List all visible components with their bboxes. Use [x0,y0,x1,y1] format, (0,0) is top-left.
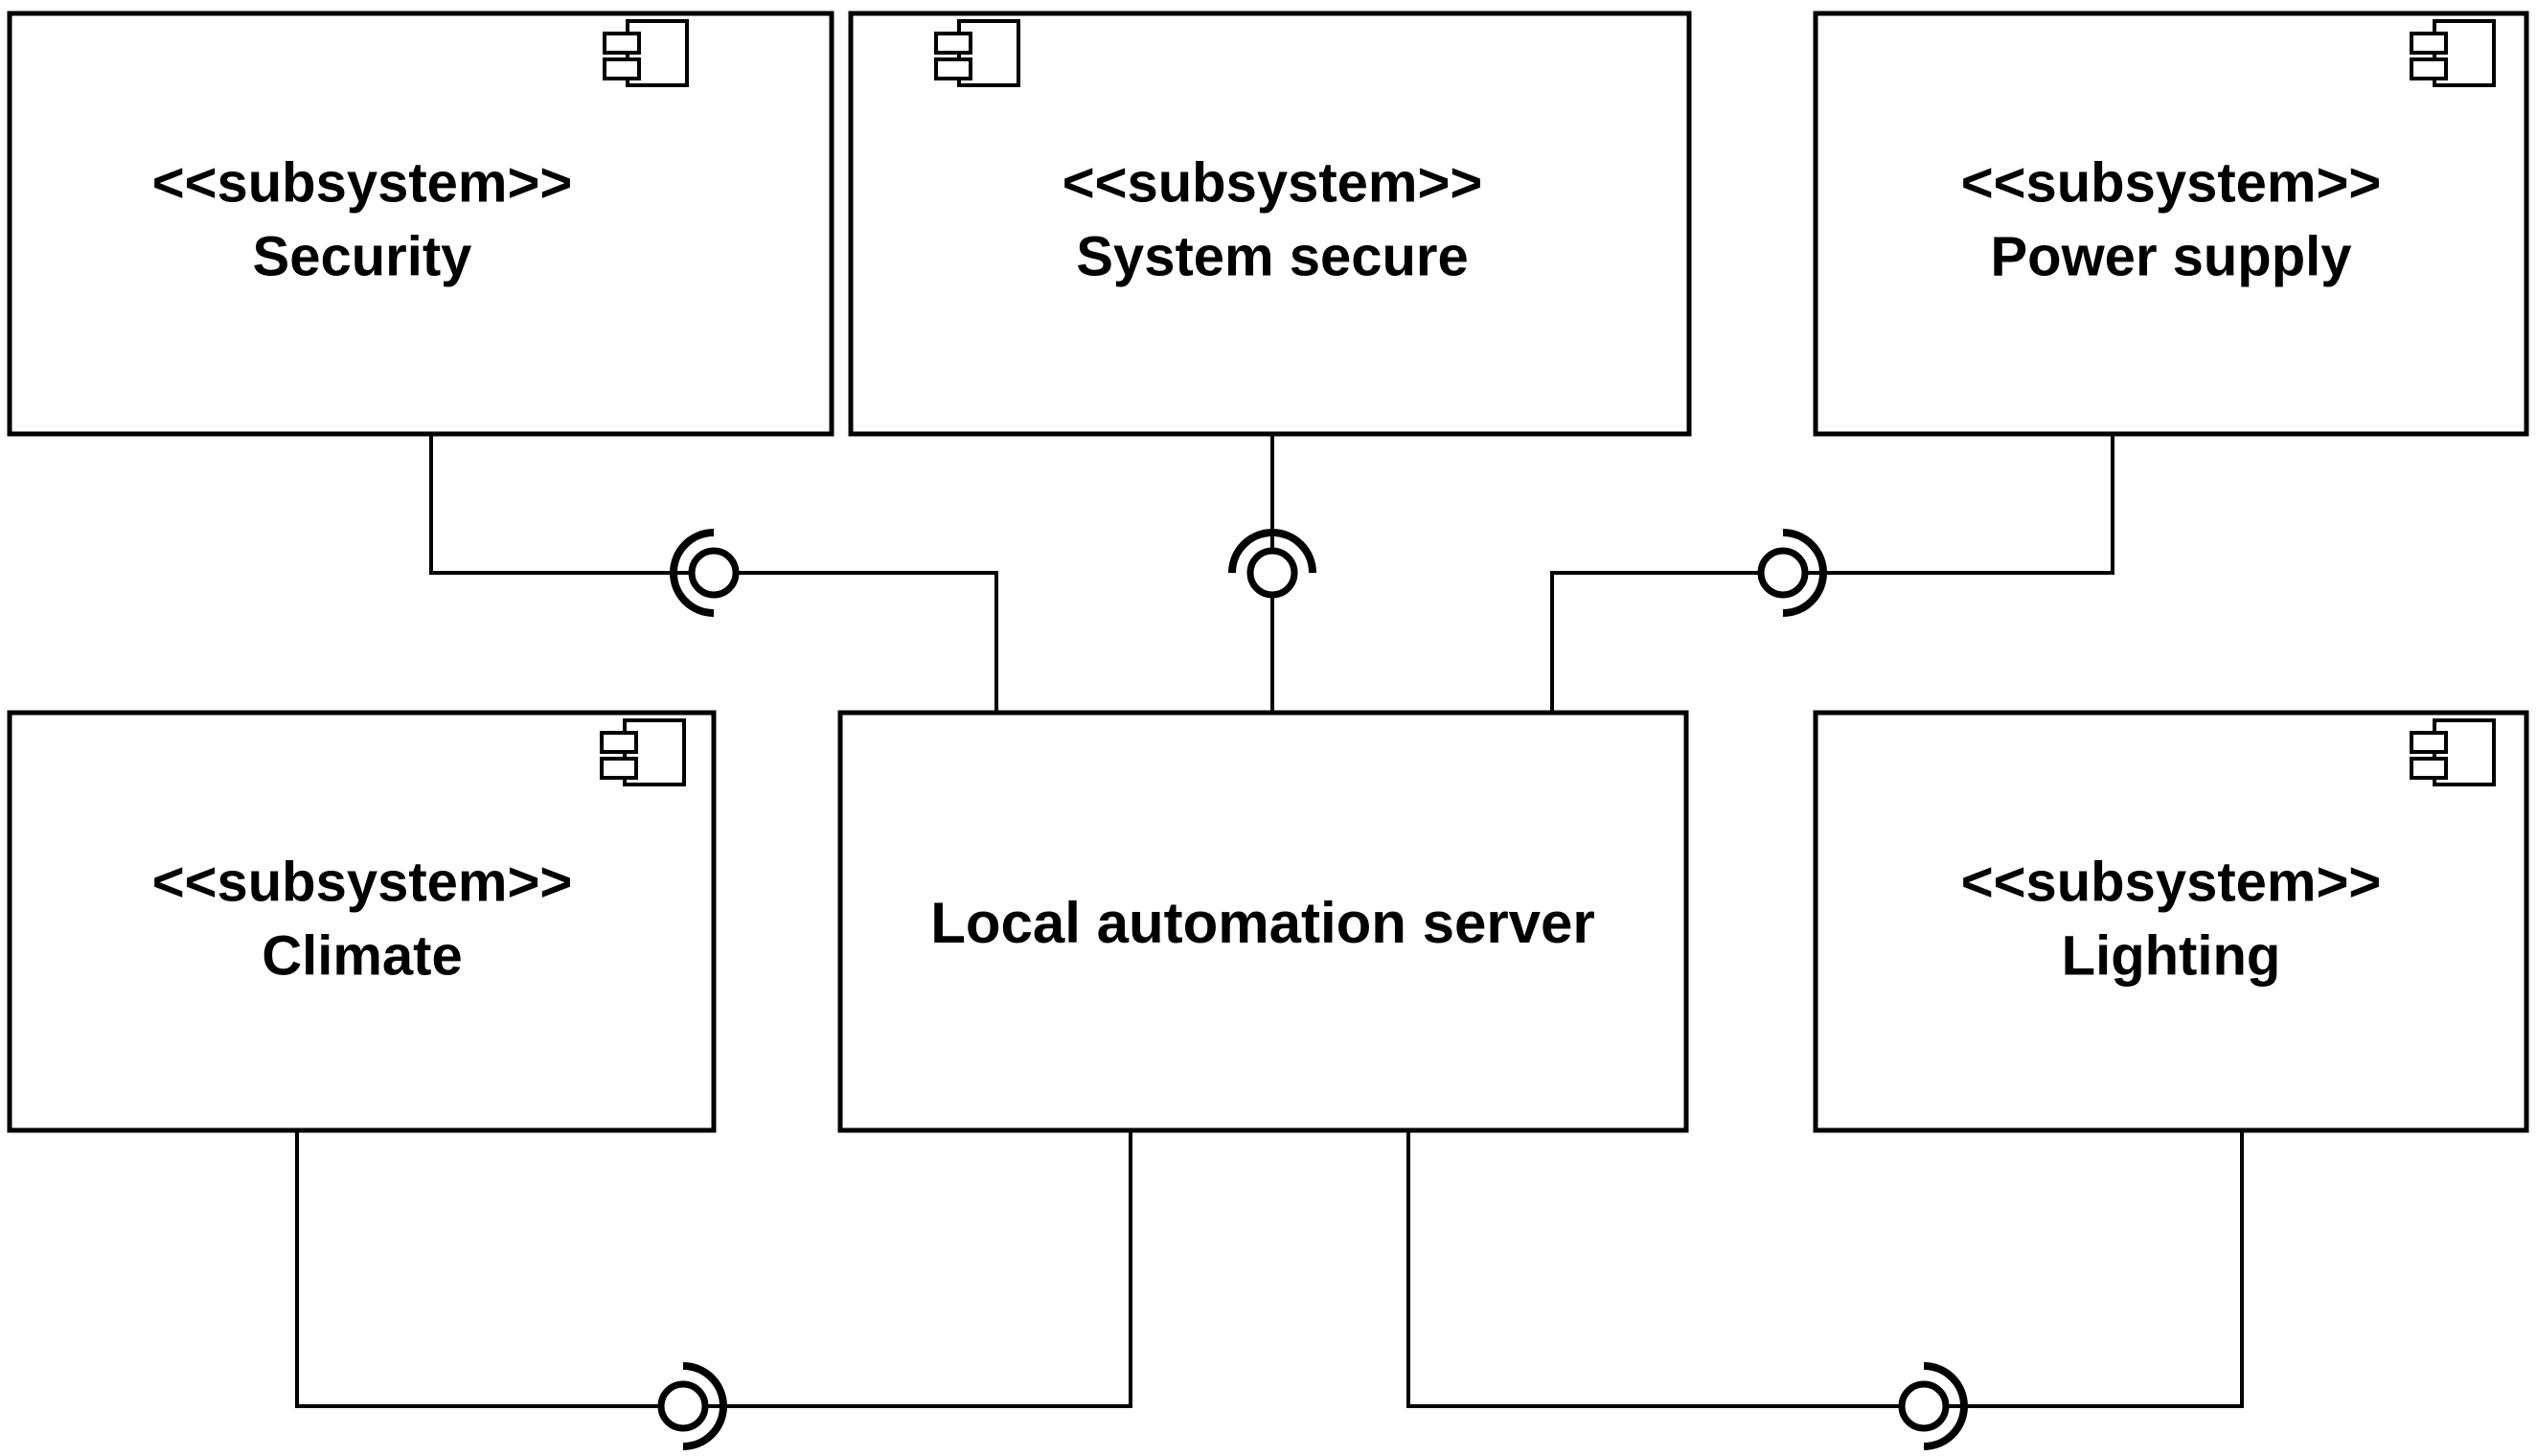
component-icon [603,19,689,87]
component-stereotype: <<subsystem>> [1961,851,2382,913]
component-lighting[interactable]: <<subsystem>> Lighting [1813,710,2529,1133]
component-stereotype: <<subsystem>> [152,851,573,913]
component-name: Lighting [2062,924,2281,987]
required-interface-socket-icon [670,529,715,617]
component-security[interactable]: <<subsystem>> Security [7,11,834,437]
provided-interface-ball-icon [657,1380,709,1432]
connector-climate-to-server[interactable] [295,1130,1132,1450]
component-name: Power supply [1990,225,2351,287]
component-climate[interactable]: <<subsystem>> Climate [7,710,717,1133]
component-stereotype: <<subsystem>> [1961,151,2382,214]
component-system-secure[interactable]: <<subsystem>> System secure [848,11,1692,437]
component-name: System secure [1076,225,1468,287]
connector-line [1550,434,2114,713]
provided-interface-ball-icon [688,547,740,599]
component-box [7,710,717,1133]
provided-interface-ball-icon [1757,547,1809,599]
component-icon [600,718,686,786]
required-interface-socket-icon [1782,529,1827,617]
component-box [7,11,834,437]
required-interface-socket-icon [1228,529,1316,574]
component-box [837,710,1689,1133]
connector-line [1406,1130,2244,1408]
component-icon [2410,718,2496,786]
component-stereotype: <<subsystem>> [152,151,573,214]
component-icon [934,19,1020,87]
connector-layer [295,434,2244,1450]
component-icon [2410,19,2496,87]
component-name: Security [253,225,472,287]
component-name: Climate [262,924,463,987]
required-interface-socket-icon [1923,1362,1968,1450]
provided-interface-ball-icon [1898,1380,1950,1432]
component-box [1813,11,2529,437]
provided-interface-ball-icon [1246,547,1298,599]
component-box [1813,710,2529,1133]
connector-power-supply-to-server[interactable] [1550,434,2114,713]
connector-line [295,1130,1132,1408]
component-power-supply[interactable]: <<subsystem>> Power supply [1813,11,2529,437]
connector-security-to-server[interactable] [429,434,998,713]
connector-system-secure-to-server[interactable] [1228,434,1316,713]
component-name: Local automation server [930,891,1595,955]
connector-lighting-to-server[interactable] [1406,1130,2244,1450]
component-stereotype: <<subsystem>> [1063,151,1483,214]
required-interface-socket-icon [682,1362,727,1450]
component-local-automation-server[interactable]: Local automation server [837,710,1689,1133]
